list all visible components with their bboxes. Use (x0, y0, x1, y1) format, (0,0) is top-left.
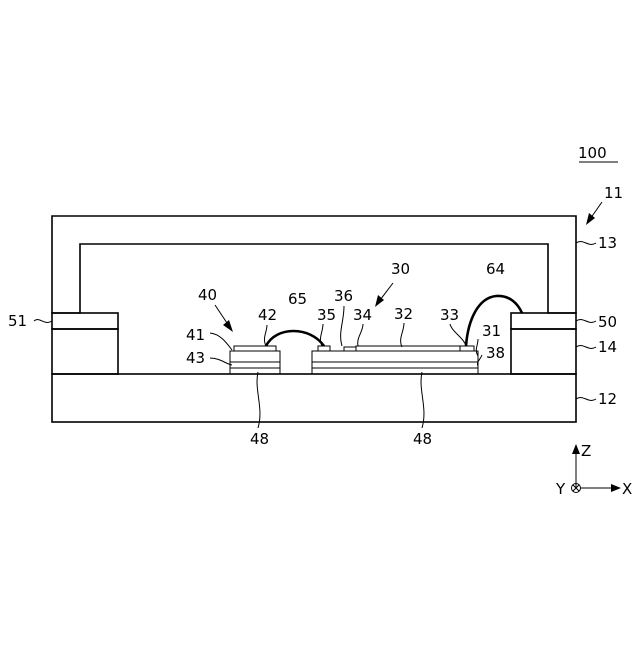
leader-41 (210, 333, 232, 350)
wire-65 (266, 331, 324, 346)
axis-label-y: Y (555, 480, 566, 498)
electrode-32 (356, 346, 460, 351)
arrow-40 (215, 305, 233, 332)
bond-layer-48-left (230, 368, 280, 374)
label-36: 36 (334, 287, 353, 305)
label-40: 40 (198, 286, 217, 304)
label-12: 12 (598, 390, 617, 408)
leader-34 (358, 324, 363, 346)
layer-43 (230, 362, 280, 368)
label-48-right: 48 (413, 430, 432, 448)
label-64: 64 (486, 260, 505, 278)
leader-36 (341, 306, 344, 346)
wall-14-right (511, 329, 576, 374)
pad-35 (318, 346, 330, 351)
label-30: 30 (391, 260, 410, 278)
leader-43 (210, 358, 232, 365)
pad-33 (460, 346, 474, 351)
label-51: 51 (8, 312, 27, 330)
leader-12 (576, 398, 596, 401)
chip-41 (230, 351, 280, 362)
leader-13 (576, 242, 596, 245)
leader-32 (401, 323, 404, 347)
label-41: 41 (186, 326, 205, 344)
label-31: 31 (482, 322, 501, 340)
frame-51 (52, 313, 118, 329)
x-arrow-icon (611, 484, 621, 492)
layer-38 (312, 362, 478, 368)
leader-14 (576, 346, 596, 349)
label-14: 14 (598, 338, 617, 356)
leader-51 (34, 320, 52, 323)
leader-50 (576, 320, 596, 323)
label-38: 38 (486, 344, 505, 362)
axis-indicator: Z X Y (555, 442, 632, 498)
label-32: 32 (394, 305, 413, 323)
arrow-30 (375, 283, 393, 307)
label-65: 65 (288, 290, 307, 308)
substrate-12 (52, 374, 576, 422)
leader-48b (421, 372, 424, 428)
z-arrow-icon (572, 444, 580, 454)
label-34: 34 (353, 306, 372, 324)
pad-34 (344, 347, 356, 351)
label-35: 35 (317, 306, 336, 324)
bond-layer-48-right (312, 368, 478, 374)
frame-50 (511, 313, 576, 329)
pad-42 (234, 346, 276, 351)
leader-48a (257, 372, 260, 428)
label-13: 13 (598, 234, 617, 252)
label-11: 11 (604, 184, 623, 202)
label-43: 43 (186, 349, 205, 367)
label-42: 42 (258, 306, 277, 324)
label-100: 100 (578, 144, 607, 162)
label-33: 33 (440, 306, 459, 324)
wall-14-left (52, 329, 118, 374)
label-48-left: 48 (250, 430, 269, 448)
axis-label-z: Z (581, 442, 591, 460)
label-50: 50 (598, 313, 617, 331)
arrow-11 (586, 202, 602, 225)
chip-31 (312, 351, 478, 362)
axis-label-x: X (622, 480, 632, 498)
leader-33 (450, 324, 466, 346)
